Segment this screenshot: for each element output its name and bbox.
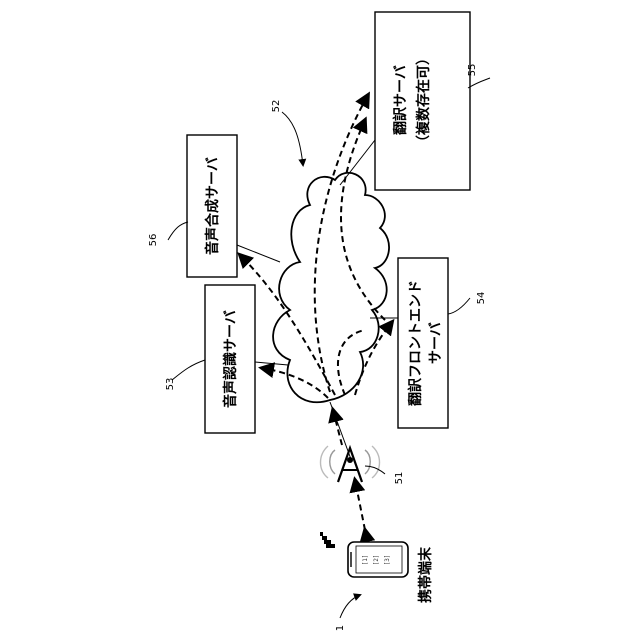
ref-number-51: 51 xyxy=(394,472,405,485)
speech-recognition-server-label: 音声認識サーバ xyxy=(222,310,239,408)
terminal-label: 携帯端末 xyxy=(417,546,434,603)
phone-screen-row-1: [1] xyxy=(362,555,369,566)
flow-phone-base-station xyxy=(355,480,365,530)
ref-number-53: 53 xyxy=(165,378,176,391)
ref-number-52: 52 xyxy=(271,100,282,113)
translation-frontend-label-line2: サーバ xyxy=(428,322,444,364)
ref-number-1: 1 xyxy=(335,625,346,631)
link-speech-recognition xyxy=(255,362,288,365)
phone-screen-row-3: [3] xyxy=(384,555,391,566)
ref-number-56: 56 xyxy=(148,234,159,247)
ref-leader-55 xyxy=(468,78,490,88)
translation-server-label-line1: 翻訳サーバ xyxy=(392,65,409,135)
phone-screen-row-2: [2] xyxy=(373,555,380,566)
ref-number-55: 55 xyxy=(467,64,478,77)
ref-leader-52 xyxy=(282,112,303,165)
ref-number-54: 54 xyxy=(476,292,487,305)
base-station-icon xyxy=(321,446,380,482)
ref-leader-54 xyxy=(448,298,470,314)
ref-leader-53 xyxy=(172,360,205,380)
ref-leader-1 xyxy=(340,595,360,618)
speech-synthesis-server-label: 音声合成サーバ xyxy=(204,157,221,255)
ref-leader-56 xyxy=(168,222,188,240)
translation-frontend-label-line1: 翻訳フロントエンド xyxy=(407,280,424,406)
flow-base-station-cloud xyxy=(333,410,342,445)
translation-server-label-line2: （複数存在可） xyxy=(415,51,432,149)
signal-strength-icon xyxy=(320,532,335,548)
network-cloud xyxy=(273,173,389,402)
